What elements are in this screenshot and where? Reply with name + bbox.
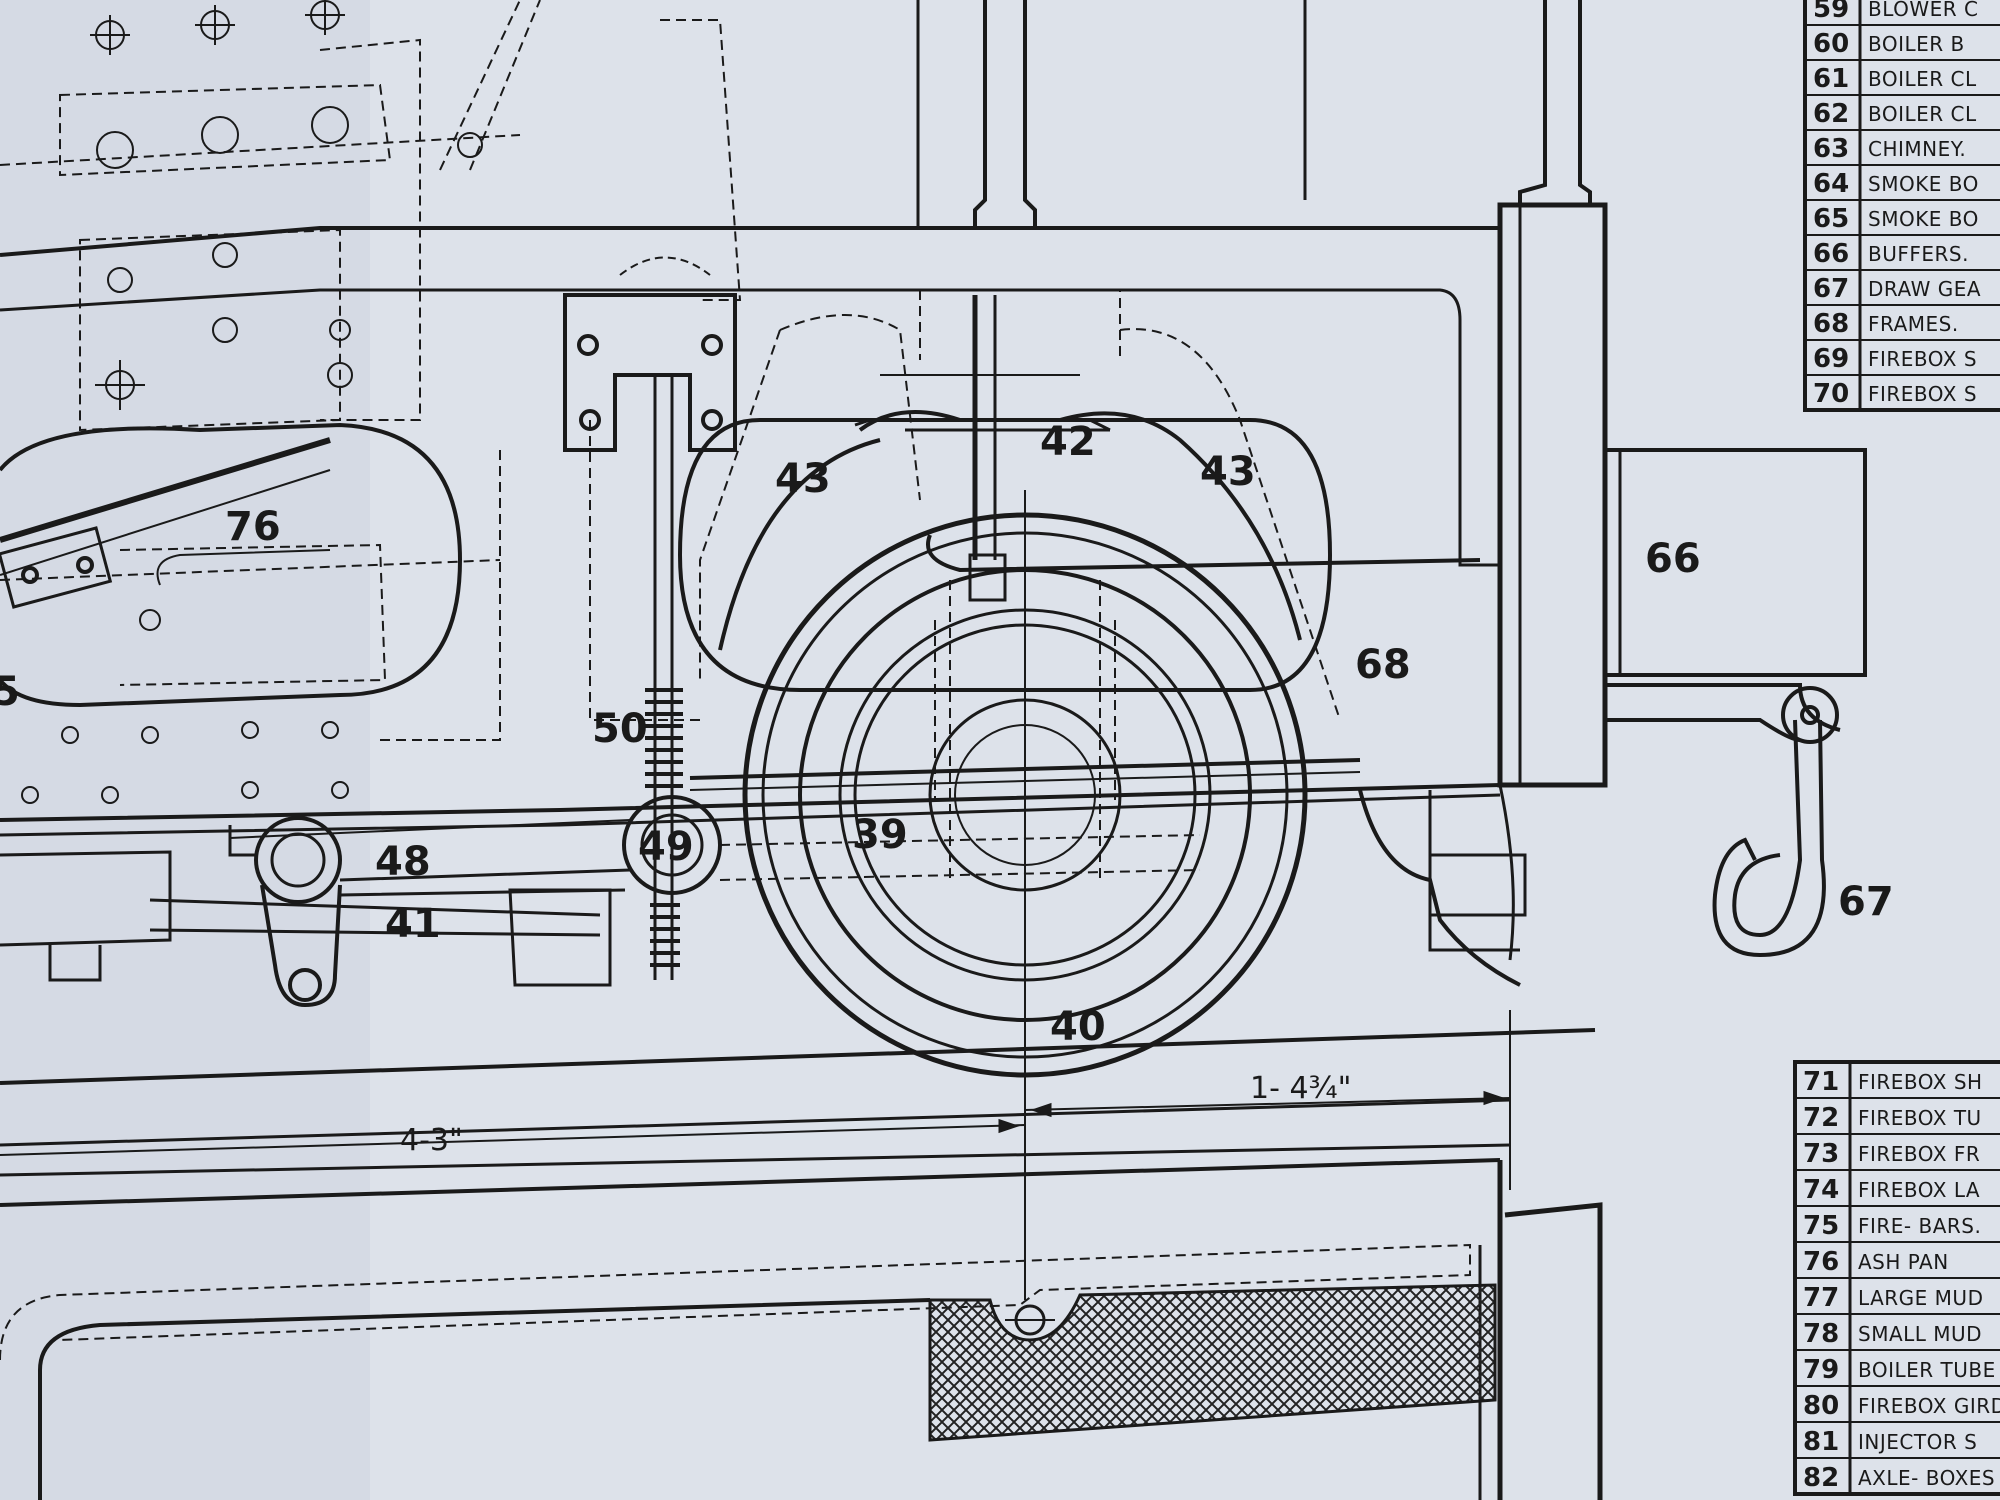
table-row-name: FIREBOX FR bbox=[1858, 1142, 1980, 1166]
label-brake-lever: 48 bbox=[375, 839, 431, 885]
table-row-name: FRAMES. bbox=[1868, 312, 1959, 336]
label-brake-rod: 41 bbox=[385, 901, 441, 947]
table-row-number: 63 bbox=[1813, 134, 1849, 164]
wheel bbox=[689, 490, 1361, 1300]
table-row-name: FIREBOX SH bbox=[1858, 1070, 1983, 1094]
table-row-name: FIREBOX LA bbox=[1858, 1178, 1980, 1202]
table-row-number: 71 bbox=[1803, 1067, 1839, 1097]
firebox-section bbox=[0, 1158, 1603, 1500]
bolt-marks bbox=[21, 0, 483, 804]
table-row-number: 62 bbox=[1813, 99, 1849, 129]
dimension-lines bbox=[0, 1010, 1596, 1190]
frame-hornblock bbox=[1358, 784, 1527, 987]
label-wheel: 40 bbox=[1050, 1004, 1106, 1050]
label-spring-right: 43 bbox=[1200, 449, 1256, 495]
table-row-number: 59 bbox=[1813, 0, 1849, 24]
frame-structure bbox=[0, 0, 1608, 837]
label-draw-hook: 67 bbox=[1838, 879, 1894, 925]
table-row-number: 76 bbox=[1803, 1247, 1839, 1277]
table-row-name: FIREBOX S bbox=[1868, 382, 1977, 406]
label-spring-hanger: 50 bbox=[592, 706, 648, 752]
table-row-number: 74 bbox=[1803, 1175, 1839, 1205]
label-buffer: 66 bbox=[1645, 536, 1701, 582]
table-row-name: BOILER CL bbox=[1868, 102, 1977, 126]
brake-gear bbox=[0, 795, 1201, 1008]
table-row-name: BOILER TUBE bbox=[1858, 1358, 1996, 1382]
table-row-number: 81 bbox=[1803, 1427, 1839, 1457]
label-ash-pan: 76 bbox=[225, 504, 281, 550]
table-row-name: CHIMNEY. bbox=[1868, 137, 1966, 161]
paper-fold-shade bbox=[0, 0, 370, 1500]
table-row-number: 80 bbox=[1803, 1391, 1839, 1421]
table-row-number: 64 bbox=[1813, 169, 1849, 199]
dimension-overall: 4-3" bbox=[400, 1123, 463, 1158]
table-row-name: SMOKE BO bbox=[1868, 172, 1979, 196]
table-row-number: 78 bbox=[1803, 1319, 1839, 1349]
spring-rod bbox=[645, 375, 683, 980]
table-row-name: FIRE- BARS. bbox=[1858, 1214, 1981, 1238]
ash-pan bbox=[0, 422, 463, 708]
label-partial: 5 bbox=[0, 669, 20, 715]
table-row-name: INJECTOR S bbox=[1858, 1430, 1977, 1454]
table-row-name: DRAW GEA bbox=[1868, 277, 1981, 301]
table-row-name: SMOKE BO bbox=[1868, 207, 1979, 231]
table-row-number: 72 bbox=[1803, 1103, 1839, 1133]
label-spring-left: 43 bbox=[775, 456, 831, 502]
dashed-cab-structure bbox=[0, 0, 1341, 741]
table-row-name: BOILER CL bbox=[1868, 67, 1977, 91]
table-row-name: LARGE MUD bbox=[1858, 1286, 1983, 1310]
spring-bracket bbox=[563, 256, 737, 452]
table-row-name: SMALL MUD bbox=[1858, 1322, 1982, 1346]
buffer bbox=[1603, 448, 1867, 677]
dimension-wheel-to-end: 1- 4¾" bbox=[1250, 1071, 1351, 1106]
table-row-name: FIREBOX GIRD bbox=[1858, 1394, 2000, 1418]
table-row-name: BUFFERS. bbox=[1868, 242, 1969, 266]
callout-labels: 76 43 42 43 66 68 50 49 48 41 39 40 67 5… bbox=[0, 419, 1894, 1158]
table-row-number: 77 bbox=[1803, 1283, 1839, 1313]
leaf-spring bbox=[677, 295, 1481, 692]
label-frames: 68 bbox=[1355, 642, 1411, 688]
table-row-number: 82 bbox=[1803, 1463, 1839, 1493]
table-row-number: 60 bbox=[1813, 29, 1849, 59]
table-row-number: 70 bbox=[1813, 379, 1849, 409]
table-row-number: 65 bbox=[1813, 204, 1849, 234]
draw-hook bbox=[1605, 683, 1841, 958]
table-row-number: 66 bbox=[1813, 239, 1849, 269]
table-row-name: BOILER B bbox=[1868, 32, 1965, 56]
table-row-name: FIREBOX TU bbox=[1858, 1106, 1982, 1130]
table-row-number: 61 bbox=[1813, 64, 1849, 94]
label-pin: 49 bbox=[638, 824, 694, 870]
table-row-number: 79 bbox=[1803, 1355, 1839, 1385]
table-row-number: 69 bbox=[1813, 344, 1849, 374]
table-row-name: ASH PAN bbox=[1858, 1250, 1949, 1274]
table-row-name: AXLE- BOXES bbox=[1858, 1466, 1995, 1490]
table-row-number: 68 bbox=[1813, 309, 1849, 339]
table-row-number: 73 bbox=[1803, 1139, 1839, 1169]
label-axle-box: 39 bbox=[852, 812, 908, 858]
label-spring-buckle: 42 bbox=[1040, 419, 1096, 465]
table-row-number: 75 bbox=[1803, 1211, 1839, 1241]
table-row-name: BLOWER C bbox=[1868, 0, 1979, 21]
table-row-name: FIREBOX S bbox=[1868, 347, 1977, 371]
table-row-number: 67 bbox=[1813, 274, 1849, 304]
